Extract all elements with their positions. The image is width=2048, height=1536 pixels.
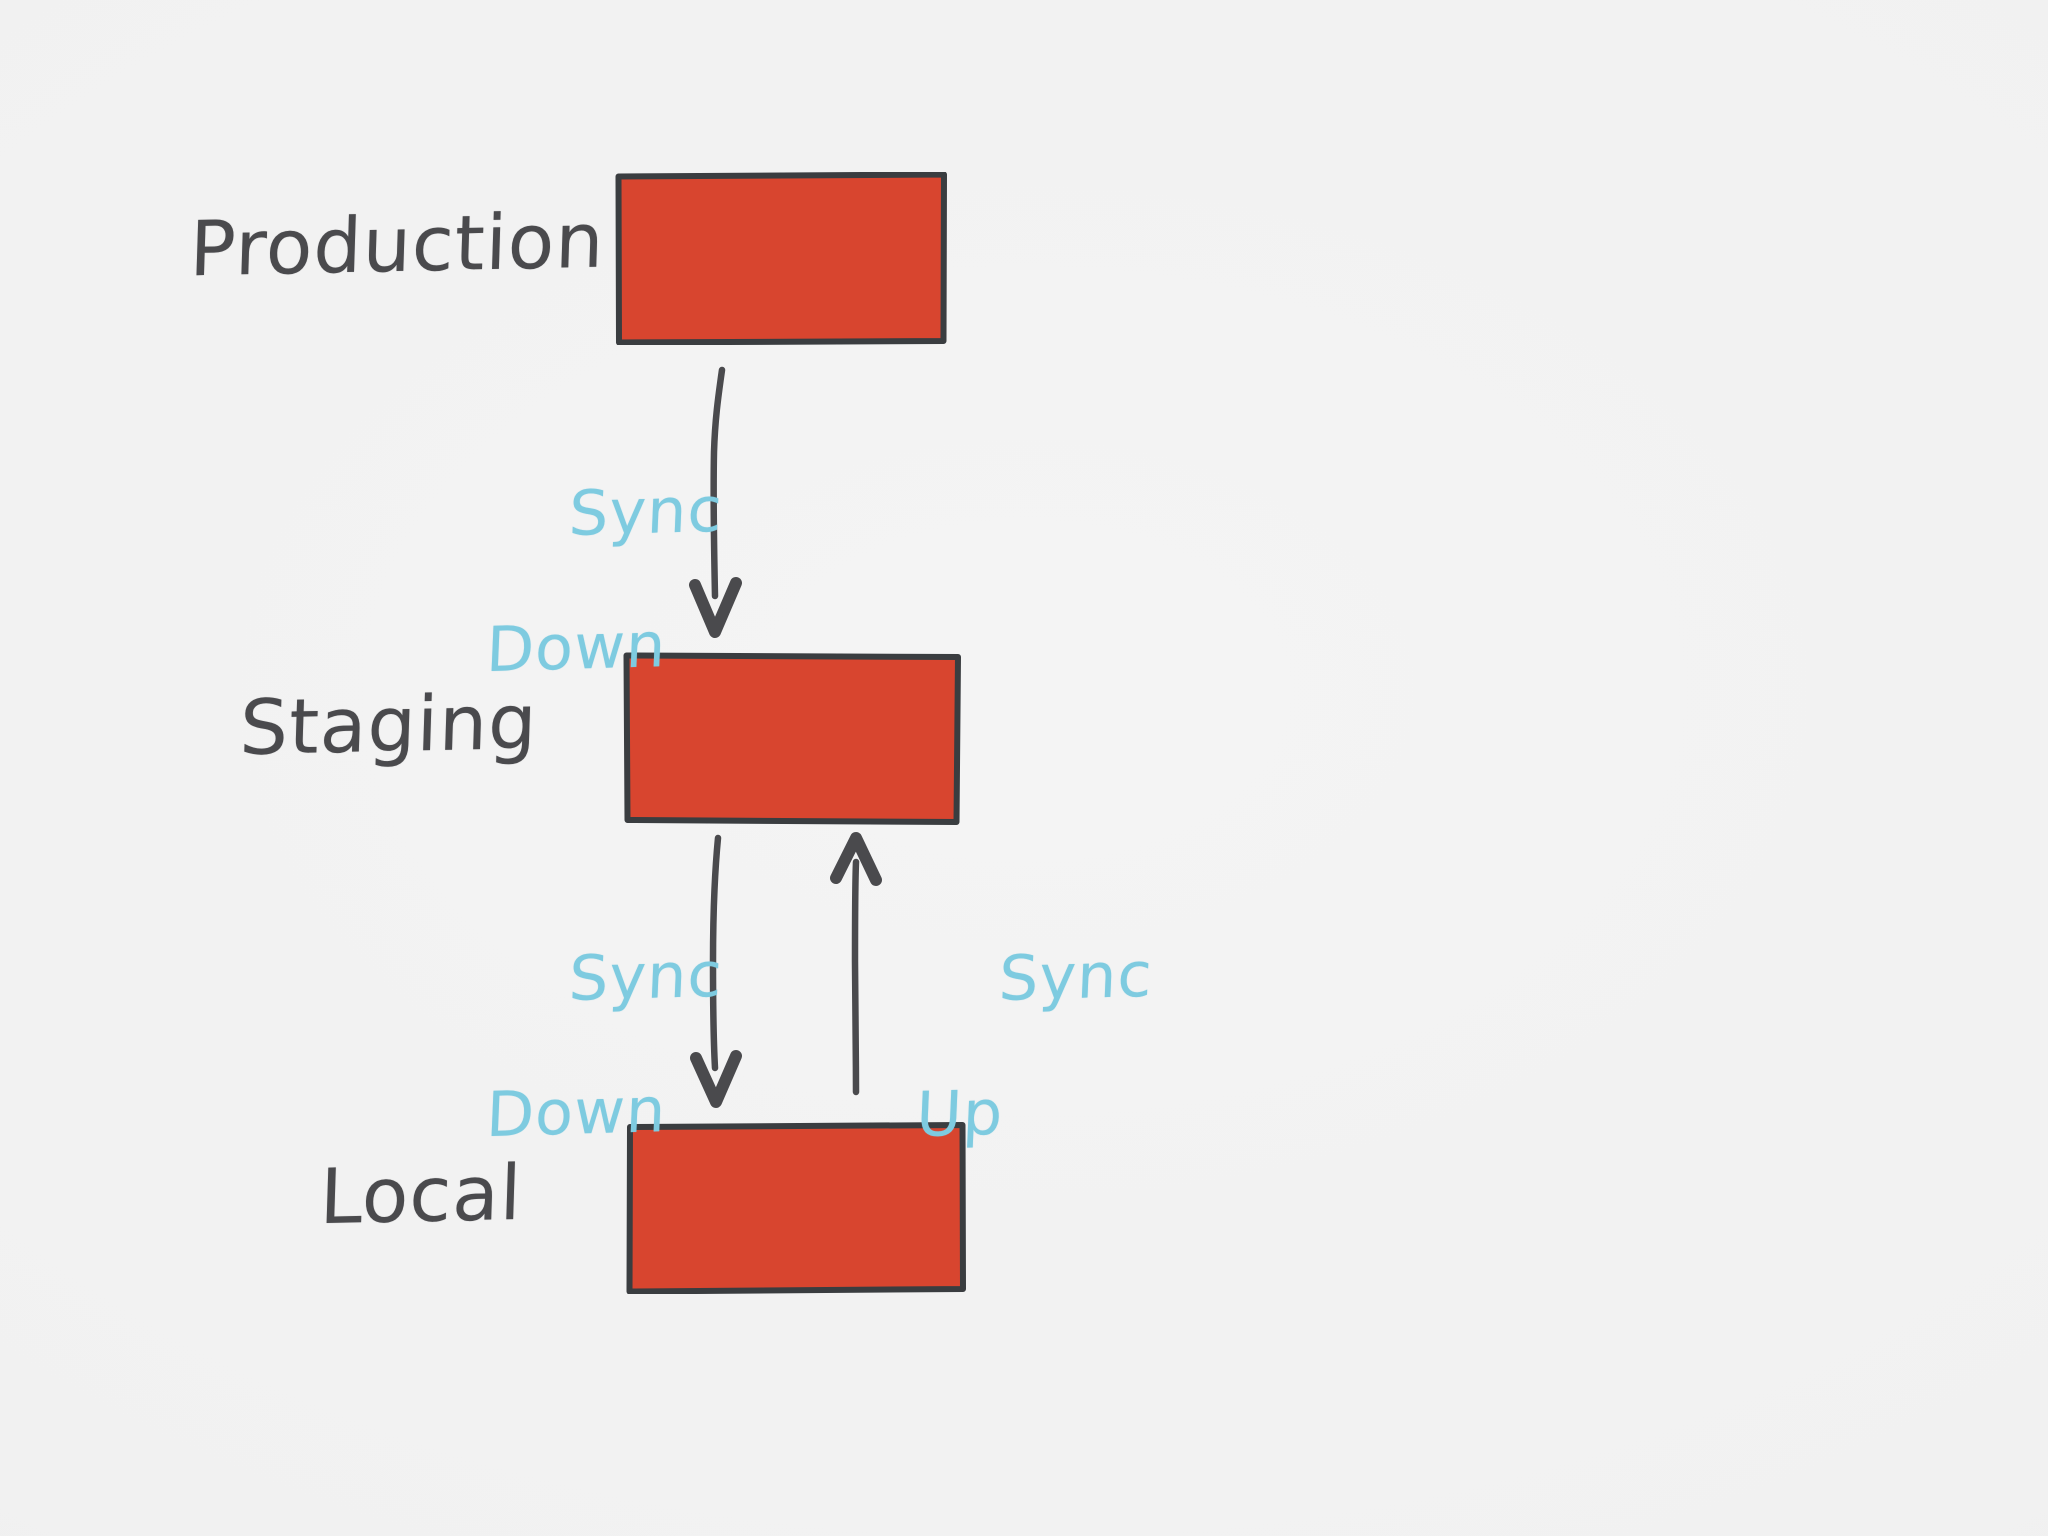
staging-box-shape <box>623 652 961 825</box>
edge-label-line2: Up <box>914 1075 1005 1152</box>
node-box-staging[interactable] <box>623 652 961 825</box>
edge-label-line1: Sync <box>567 472 725 551</box>
arrow-local-to-staging <box>830 832 882 1096</box>
edge-label-line2: Down <box>484 1073 668 1152</box>
node-box-production[interactable] <box>615 172 947 345</box>
edge-label-line1: Sync <box>567 937 725 1016</box>
edge-label-line1: Sync <box>997 937 1155 1016</box>
node-label-production: Production <box>188 195 606 294</box>
local-box-shape <box>626 1122 966 1294</box>
node-box-local[interactable] <box>626 1122 966 1294</box>
production-box-shape <box>615 172 947 345</box>
edge-label-sync-down-production-staging: Sync Down <box>474 412 727 813</box>
edge-label-line2: Down <box>484 608 668 687</box>
edge-label-sync-down-staging-local: Sync Down <box>474 877 727 1278</box>
edge-label-sync-up-local-staging: Sync Up <box>904 877 1157 1278</box>
